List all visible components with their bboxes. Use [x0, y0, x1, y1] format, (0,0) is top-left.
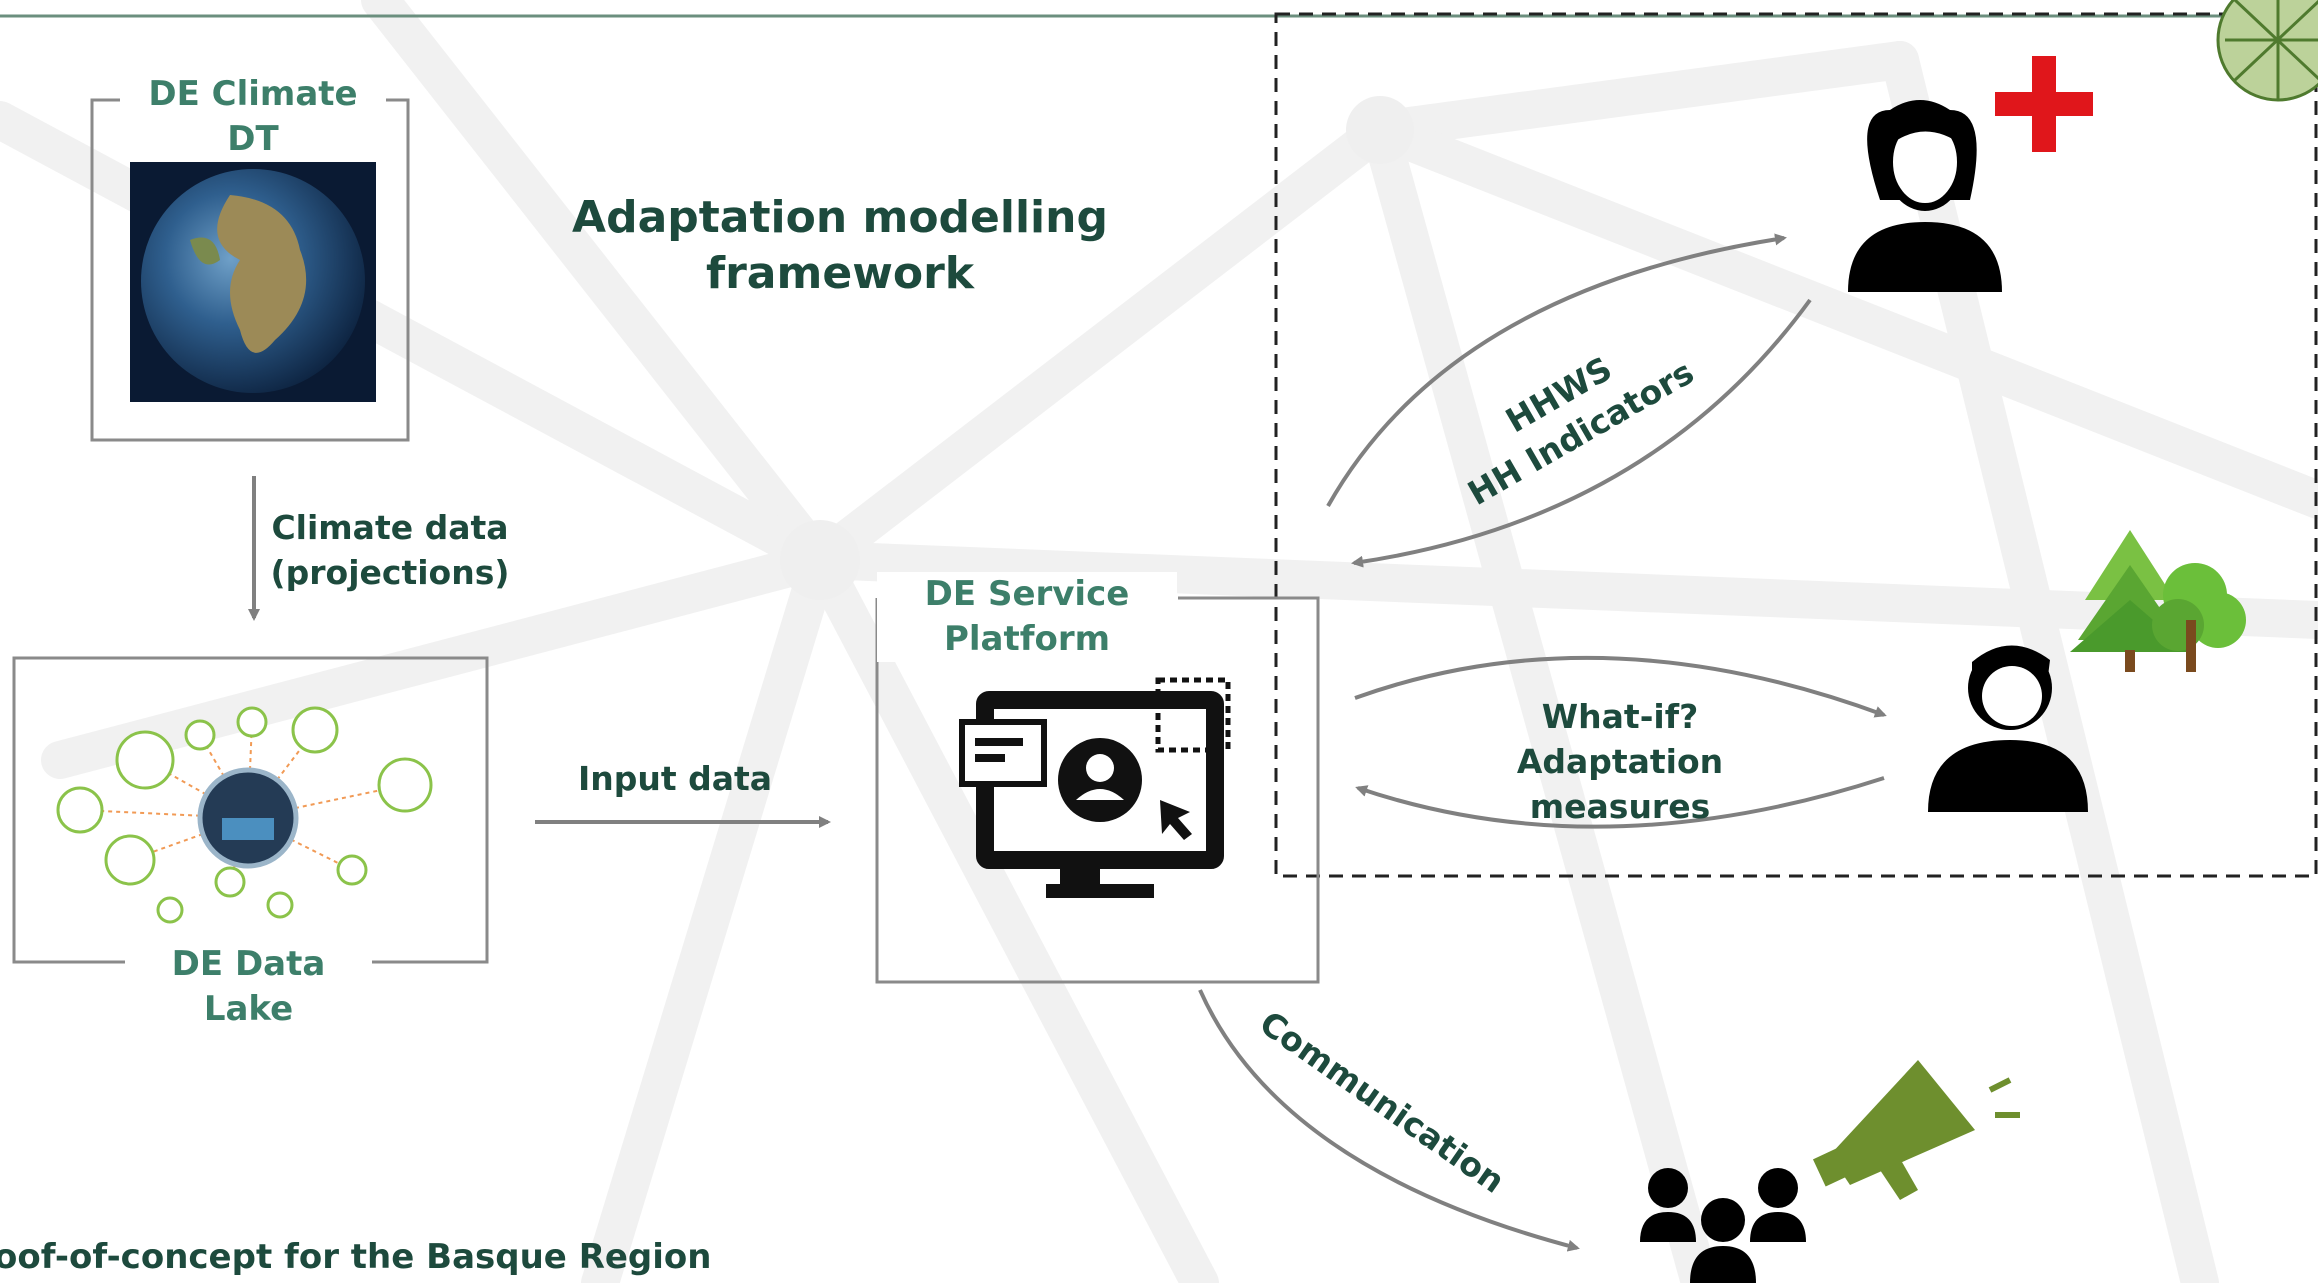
service-platform-line2: Platform: [943, 619, 1111, 659]
what-if-arrow-out: [1354, 655, 1887, 718]
service-platform-label: DE Service Platform: [877, 572, 1177, 662]
climate-data-line1: Climate data: [271, 508, 509, 547]
what-if-arrow-in: [1355, 776, 1885, 829]
stakeholder-dashed-region: [1274, 12, 2318, 878]
megaphone-icon: [1812, 1060, 2020, 1200]
red-cross-icon: [1995, 56, 2093, 152]
input-data-label: Input data: [577, 759, 773, 798]
climate-dt-frame: [90, 98, 410, 442]
data-lake-label: DE Data Lake: [125, 942, 372, 1032]
what-if-label: What-if? Adaptation measures: [1500, 694, 1740, 829]
data-lake-line1: DE Data: [171, 944, 326, 984]
service-platform-frame: [875, 596, 1320, 984]
footer-caption: oof-of-concept for the Basque Region: [0, 1237, 712, 1277]
what-if-line1: What-if?: [1541, 697, 1699, 736]
climate-data-line2: (projections): [270, 553, 510, 592]
climate-data-label: Climate data (projections): [260, 505, 520, 595]
hhws-arrow-out: [1326, 233, 1787, 507]
title-line1: Adaptation modelling: [572, 192, 1108, 243]
computer-user-icon: [959, 677, 1231, 898]
climate-dt-line1: DE Climate: [148, 74, 358, 114]
diagram-title: Adaptation modelling framework: [560, 190, 1120, 302]
hhws-arrow-in: [1351, 298, 1812, 568]
data-lake-frame: [12, 656, 489, 964]
earth-image: [130, 160, 376, 402]
trees-icon: [2070, 530, 2246, 672]
communication-arrow: [1198, 989, 1580, 1252]
climate-dt-label: DE Climate DT: [120, 72, 386, 162]
data-lake-line2: Lake: [203, 989, 294, 1029]
what-if-line3: measures: [1529, 787, 1711, 826]
globe-logo: [2216, 0, 2318, 102]
woman-icon: [1848, 100, 2002, 292]
man-icon: [1928, 645, 2088, 812]
climate-dt-line2: DT: [227, 119, 279, 159]
service-platform-line1: DE Service: [924, 574, 1130, 614]
title-line2: framework: [705, 248, 975, 299]
data-lake-infographic: [56, 706, 433, 924]
group-icon: [1640, 1168, 1806, 1283]
what-if-line2: Adaptation: [1516, 742, 1724, 781]
